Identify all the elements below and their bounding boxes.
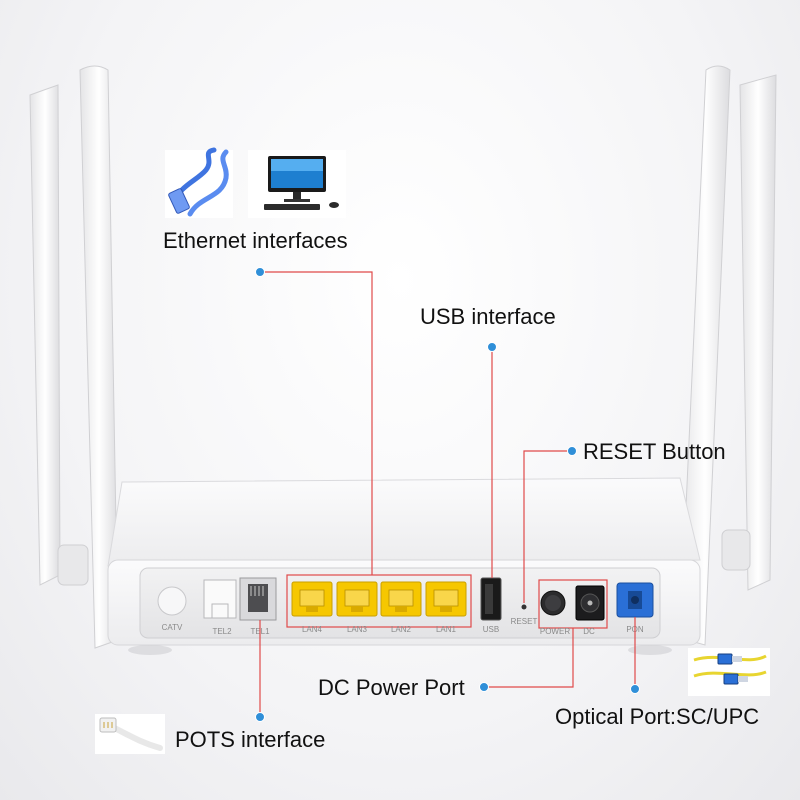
lan-highlight-box <box>286 574 472 628</box>
callout-reset: RESET Button <box>583 439 726 464</box>
lan3-port: LAN3 <box>336 581 378 634</box>
tel1-port: TEL1 <box>239 577 277 636</box>
dot-optical <box>630 684 640 694</box>
dot-dc <box>479 682 489 692</box>
leader-ethernet <box>260 271 373 575</box>
antenna-right-outer <box>721 74 777 591</box>
catv-port: CATV <box>157 586 187 632</box>
leader-lines <box>259 271 636 717</box>
lan1-port: LAN1 <box>425 581 467 634</box>
leader-reset <box>523 450 570 603</box>
antenna-left-outer <box>29 84 61 586</box>
leader-dc <box>484 628 574 688</box>
dot-pots <box>255 712 265 722</box>
ethernet-cable-icon <box>165 147 233 218</box>
callout-usb: USB interface <box>420 304 556 329</box>
callout-dc: DC Power Port <box>318 675 465 700</box>
port-label-tel2: TEL2 <box>212 627 232 636</box>
dot-usb <box>487 342 497 352</box>
dc-jack: DC <box>575 585 605 636</box>
port-label-lan2: LAN2 <box>391 625 412 634</box>
phone-cord-icon <box>95 714 165 754</box>
fiber-patch-cord-icon <box>688 648 770 696</box>
port-label-dc: DC <box>583 627 595 636</box>
port-label-usb: USB <box>483 625 499 634</box>
power-dc-group: POWER DC <box>538 579 608 636</box>
port-label-lan4: LAN4 <box>302 625 323 634</box>
port-label-lan1: LAN1 <box>436 625 457 634</box>
antenna-left-inner <box>57 65 119 649</box>
callout-optical: Optical Port:SC/UPC <box>555 704 760 729</box>
usb-port: USB <box>480 577 502 634</box>
lan4-port: LAN4 <box>291 581 333 634</box>
desktop-computer-icon <box>248 150 346 218</box>
reset-button: RESET <box>511 604 538 626</box>
callout-ethernet: Ethernet interfaces <box>163 228 348 253</box>
antenna-right-inner <box>679 65 731 646</box>
lan-ports: LAN4 LAN3 LAN2 LAN1 <box>286 574 472 634</box>
callout-pots: POTS interface <box>175 727 326 752</box>
tel2-port: TEL2 <box>203 579 237 636</box>
lan2-port: LAN2 <box>380 581 422 634</box>
power-button: POWER <box>540 590 570 636</box>
dot-ethernet <box>255 267 265 277</box>
port-label-catv: CATV <box>162 623 183 632</box>
port-label-power: POWER <box>540 627 570 636</box>
leader-dots <box>255 267 640 722</box>
port-label-reset: RESET <box>511 617 538 626</box>
dot-reset <box>567 446 577 456</box>
port-label-lan3: LAN3 <box>347 625 368 634</box>
